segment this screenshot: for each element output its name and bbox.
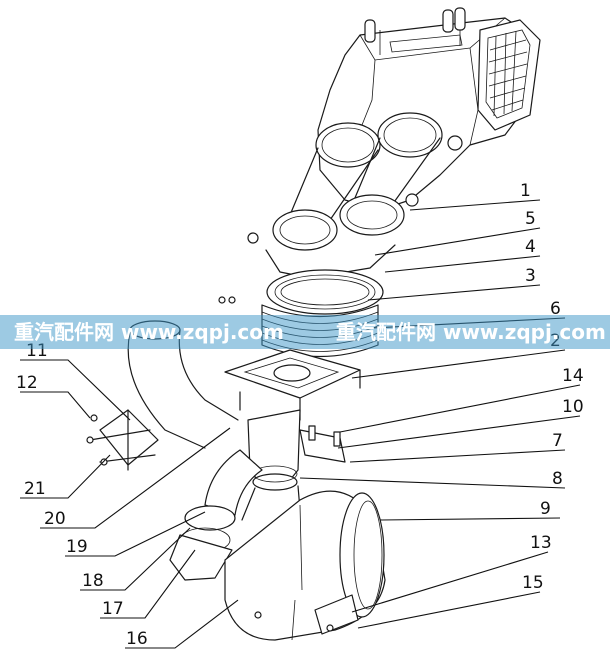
callout-1: 1	[520, 181, 531, 201]
leader-lines	[20, 199, 581, 649]
callout-3: 3	[525, 266, 536, 286]
callout-15: 15	[522, 573, 544, 593]
callout-9: 9	[540, 499, 551, 519]
callout-5: 5	[525, 209, 536, 229]
callout-16: 16	[126, 629, 148, 649]
clamp-rings	[247, 193, 419, 279]
callout-18: 18	[82, 571, 104, 591]
callout-4: 4	[525, 237, 536, 257]
lower-pipe	[169, 449, 263, 606]
bracket	[299, 425, 346, 463]
callout-6: 6	[550, 299, 561, 319]
callout-8: 8	[552, 469, 563, 489]
callout-19: 19	[66, 537, 88, 557]
callout-13: 13	[530, 533, 552, 553]
callout-10: 10	[562, 397, 584, 417]
watermark-banner: 重汽配件网 www.zqpj.com 重汽配件网 www.zqpj.com	[0, 315, 610, 349]
gasket-ring	[266, 269, 384, 315]
callout-20: 20	[44, 509, 66, 529]
grille-cover	[477, 19, 541, 131]
muffler	[224, 490, 386, 641]
watermark-text-right: 重汽配件网 www.zqpj.com	[336, 320, 606, 344]
mounting-flange	[218, 296, 361, 421]
callout-12: 12	[16, 373, 38, 393]
callout-14: 14	[562, 366, 584, 386]
callout-17: 17	[102, 599, 124, 619]
mount-plate	[86, 409, 159, 471]
callout-7: 7	[552, 431, 563, 451]
outlet-sleeves	[289, 112, 463, 221]
callout-21: 21	[24, 479, 46, 499]
watermark-text-left: 重汽配件网 www.zqpj.com	[14, 320, 284, 344]
